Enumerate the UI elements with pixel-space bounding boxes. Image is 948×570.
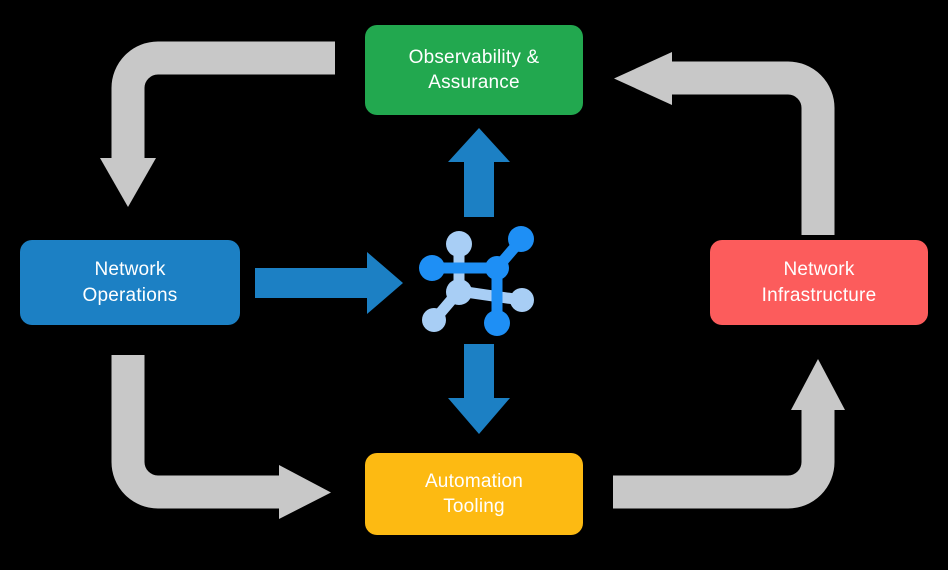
node-network-operations[interactable]: Network Operations xyxy=(20,240,240,325)
node-automation-label: Automation Tooling xyxy=(424,470,524,517)
node-network-infrastructure[interactable]: Network Infrastructure xyxy=(710,240,928,325)
node-observability-assurance[interactable]: Observability & Assurance xyxy=(365,25,583,115)
node-operations-label: Network Operations xyxy=(82,259,178,306)
arrow-operations-to-automation xyxy=(111,355,331,519)
arrow-infrastructure-to-observability xyxy=(614,52,835,235)
arrow-operations-to-center xyxy=(255,252,403,314)
node-automation-tooling[interactable]: Automation Tooling xyxy=(365,453,583,535)
arrow-center-to-automation xyxy=(448,344,510,434)
node-infrastructure-label: Network Infrastructure xyxy=(761,259,877,306)
arrow-observability-to-operations xyxy=(100,41,335,207)
arrow-automation-to-infrastructure xyxy=(613,359,845,509)
node-observability-label: Observability & Assurance xyxy=(408,46,540,93)
arrow-center-to-observability xyxy=(448,128,510,217)
network-topology-icon xyxy=(419,226,534,336)
